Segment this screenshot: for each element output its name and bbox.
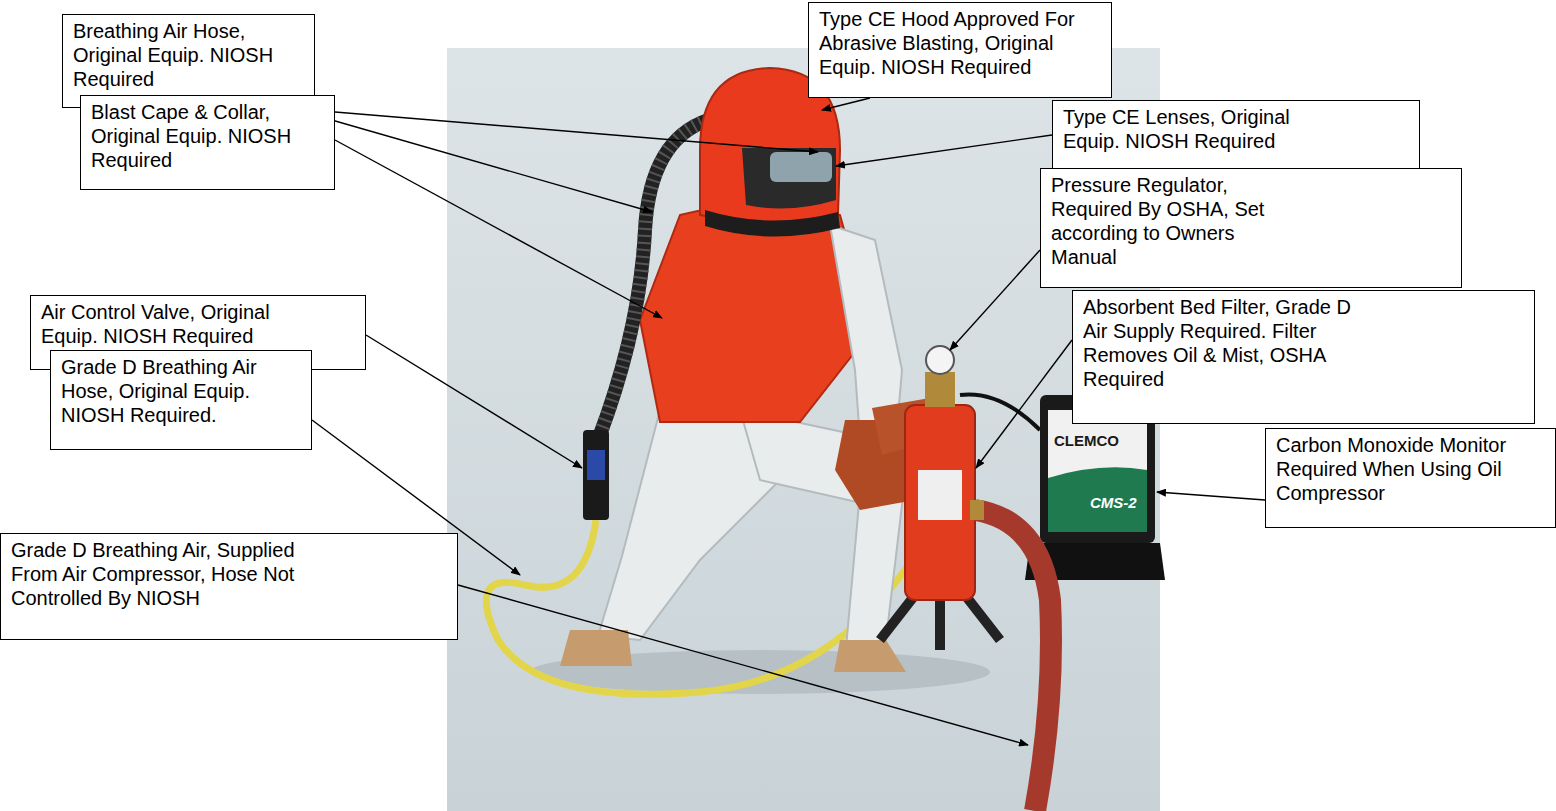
callout-box: Type CE Hood Approved For Abrasive Blast…: [808, 2, 1112, 98]
face-opening: [742, 148, 836, 209]
callout-box: Pressure Regulator, Required By OSHA, Se…: [1040, 168, 1462, 288]
callout-box: Carbon Monoxide Monitor Required When Us…: [1265, 428, 1556, 528]
monitor-band: [1048, 467, 1147, 532]
callout-text: Absorbent Bed Filter, Grade D Air Supply…: [1083, 295, 1374, 391]
regulator: [925, 372, 955, 407]
callout-text: Carbon Monoxide Monitor Required When Us…: [1276, 433, 1515, 505]
leader-line: [335, 112, 818, 152]
air-control-valve: [583, 430, 609, 520]
supply-hose: [975, 510, 1051, 811]
callout-text: Breathing Air Hose, Original Equip. NIOS…: [73, 19, 284, 91]
hose-ribs: [598, 120, 708, 440]
leader-line: [335, 140, 662, 318]
leader-line: [950, 250, 1040, 350]
collar: [705, 210, 840, 237]
hose-fitting: [970, 500, 984, 520]
breathing-hose: [598, 120, 708, 440]
callout-text: Grade D Breathing Air, Supplied From Air…: [11, 538, 317, 610]
callout-text: Blast Cape & Collar, Original Equip. NIO…: [91, 100, 304, 172]
leader-line: [836, 135, 1052, 166]
lens: [770, 152, 832, 182]
callout-box: Blast Cape & Collar, Original Equip. NIO…: [80, 95, 335, 190]
tripod: [880, 595, 1000, 650]
callout-text: Pressure Regulator, Required By OSHA, Se…: [1051, 173, 1281, 269]
filter-canister: [905, 405, 975, 600]
monitor-panel: [1048, 410, 1147, 532]
callout-box: Breathing Air Hose, Original Equip. NIOS…: [62, 14, 315, 108]
callout-text: Grade D Breathing Air Hose, Original Equ…: [61, 355, 271, 427]
callout-box: Absorbent Bed Filter, Grade D Air Supply…: [1072, 290, 1535, 424]
boot: [834, 640, 906, 672]
callout-box: Type CE Lenses, Original Equip. NIOSH Re…: [1052, 100, 1420, 177]
callout-box: Grade D Breathing Air Hose, Original Equ…: [50, 350, 312, 450]
boot: [560, 630, 632, 666]
callout-box: Grade D Breathing Air, Supplied From Air…: [0, 533, 458, 640]
gauge: [926, 346, 954, 374]
canister-label: [918, 470, 962, 520]
callout-text: Air Control Valve, Original Equip. NIOSH…: [41, 300, 295, 348]
device-label: CLEMCO: [1054, 432, 1119, 449]
leader-line: [822, 98, 870, 110]
leader-line: [366, 335, 582, 468]
leader-line: [1157, 492, 1265, 500]
valve-label: [587, 450, 605, 480]
callout-text: Type CE Lenses, Original Equip. NIOSH Re…: [1063, 105, 1299, 153]
callout-text: Type CE Hood Approved For Abrasive Blast…: [819, 7, 1081, 79]
device-label: CMS-2: [1090, 494, 1137, 511]
leader-line: [458, 585, 1028, 745]
